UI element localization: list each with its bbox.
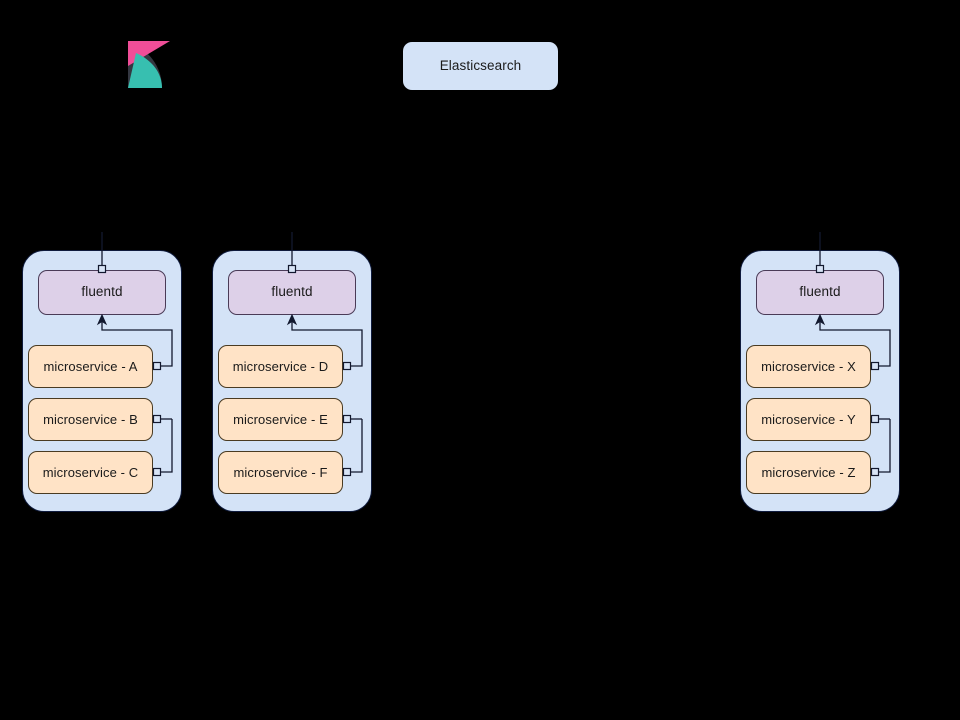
node-elasticsearch[interactable]: Elasticsearch [403, 42, 558, 90]
cluster-2-fluentd[interactable]: fluentd [228, 270, 356, 315]
cluster-3-microservice-z-label: microservice - Z [761, 464, 856, 480]
cluster-3-fluentd[interactable]: fluentd [756, 270, 884, 315]
cluster-2-fluentd-label: fluentd [271, 284, 313, 300]
cluster-2-microservice-f-label: microservice - F [233, 464, 328, 480]
kibana-logo [128, 41, 170, 88]
cluster-1-fluentd-label: fluentd [81, 284, 123, 300]
cluster-2-microservice-e[interactable]: microservice - E [218, 398, 343, 441]
cluster-3-fluentd-label: fluentd [799, 284, 841, 300]
cluster-3-microservice-x-label: microservice - X [761, 358, 856, 374]
cluster-1-microservice-b[interactable]: microservice - B [28, 398, 153, 441]
cluster-2-microservice-d[interactable]: microservice - D [218, 345, 343, 388]
cluster-1-microservice-b-label: microservice - B [43, 411, 138, 427]
cluster-1-microservice-c[interactable]: microservice - C [28, 451, 153, 494]
cluster-3-microservice-y-label: microservice - Y [761, 411, 856, 427]
cluster-1-microservice-c-label: microservice - C [42, 464, 139, 480]
cluster-3-microservice-y[interactable]: microservice - Y [746, 398, 871, 441]
cluster-3-microservice-x[interactable]: microservice - X [746, 345, 871, 388]
node-elasticsearch-label: Elasticsearch [439, 57, 522, 73]
cluster-3-microservice-z[interactable]: microservice - Z [746, 451, 871, 494]
cluster-1-fluentd[interactable]: fluentd [38, 270, 166, 315]
cluster-2-microservice-d-label: microservice - D [232, 358, 329, 374]
cluster-1-microservice-a-label: microservice - A [43, 358, 138, 374]
cluster-2-microservice-f[interactable]: microservice - F [218, 451, 343, 494]
cluster-1-microservice-a[interactable]: microservice - A [28, 345, 153, 388]
cluster-2-microservice-e-label: microservice - E [233, 411, 328, 427]
